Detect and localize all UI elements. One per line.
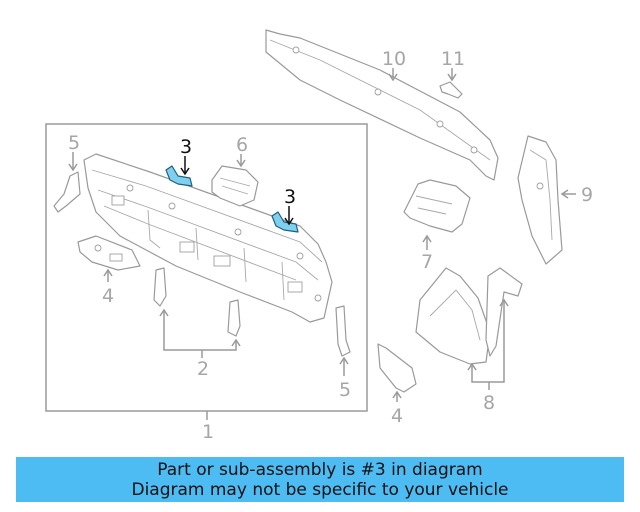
reinforcement-4-right-part bbox=[377, 343, 417, 393]
info-banner: Part or sub-assembly is #3 in diagram Di… bbox=[16, 457, 624, 502]
reinforcement-4-left-part bbox=[77, 235, 141, 271]
callout-8: 8 bbox=[483, 392, 495, 414]
banner-line-disclaimer: Diagram may not be specific to your vehi… bbox=[131, 479, 509, 500]
callout-3-lower: 3 bbox=[284, 186, 296, 208]
callout-5-right: 5 bbox=[339, 379, 351, 401]
callout-9: 9 bbox=[581, 184, 593, 206]
callout-10: 10 bbox=[382, 48, 406, 70]
side-panel-9-part bbox=[517, 135, 563, 265]
callout-4-left: 4 bbox=[102, 285, 114, 307]
bracket-5-right-part bbox=[335, 305, 351, 357]
callout-7: 7 bbox=[421, 251, 433, 273]
bracket-2-right-part bbox=[227, 299, 241, 337]
callout-5-left: 5 bbox=[68, 132, 80, 154]
bracket-6-part bbox=[211, 165, 259, 207]
callout-2: 2 bbox=[197, 358, 209, 380]
bracket-5-left-part bbox=[53, 171, 81, 213]
bolt-11-part bbox=[439, 81, 463, 99]
callout-3-upper: 3 bbox=[180, 136, 192, 158]
banner-line-part-number: Part or sub-assembly is #3 in diagram bbox=[157, 459, 483, 480]
rear-panel-part bbox=[83, 153, 333, 323]
callout-6: 6 bbox=[236, 134, 248, 156]
parts-diagram: 1 2 3 3 4 4 5 5 6 7 8 9 10 11 bbox=[45, 29, 593, 443]
part-3-bracket-lower bbox=[271, 211, 299, 233]
wheelhouse-8-part bbox=[415, 267, 523, 365]
callout-4-right: 4 bbox=[391, 405, 403, 427]
callout-1: 1 bbox=[202, 421, 214, 443]
bracket-7-part bbox=[403, 179, 471, 233]
bracket-2-left-part bbox=[153, 267, 167, 307]
crossmember-10-part bbox=[265, 29, 499, 181]
part-3-bracket-upper bbox=[165, 165, 193, 187]
callout-11: 11 bbox=[441, 48, 465, 70]
